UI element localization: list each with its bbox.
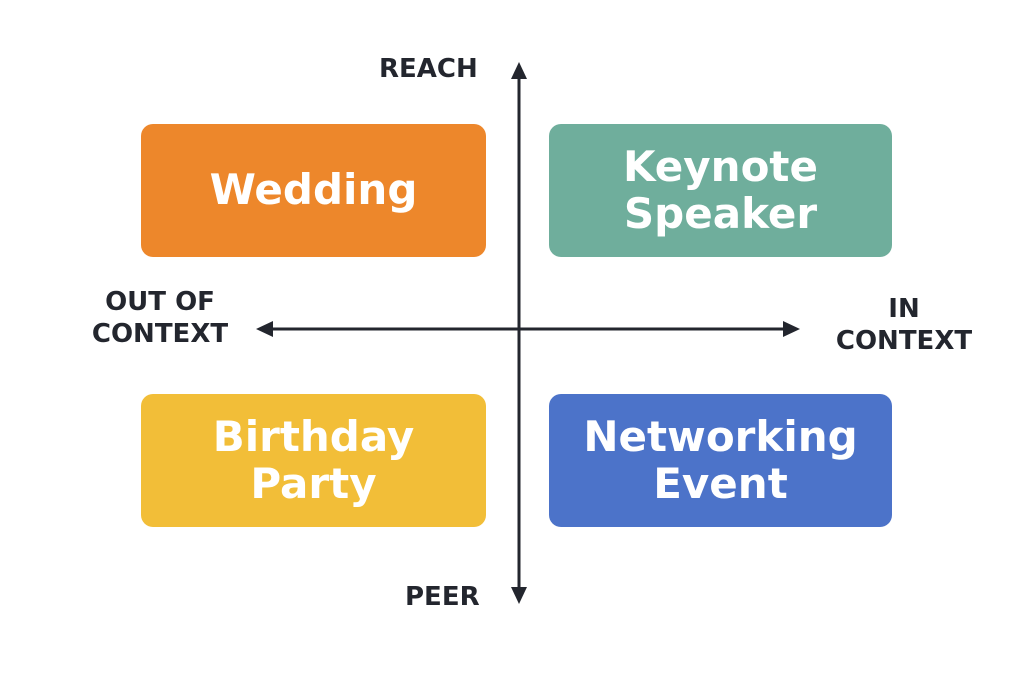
axis-label-bottom: PEER xyxy=(405,582,480,612)
quadrant-bottom-left: Birthday Party xyxy=(141,394,486,527)
quadrant-top-right: Keynote Speaker xyxy=(549,124,892,257)
quadrant-top-left: Wedding xyxy=(141,124,486,257)
arrowhead-left xyxy=(256,321,273,337)
axis-label-left: OUT OF CONTEXT xyxy=(91,287,229,349)
axis-label-top: REACH xyxy=(379,54,478,84)
quadrant-bottom-right: Networking Event xyxy=(549,394,892,527)
arrowhead-right xyxy=(783,321,800,337)
axis-label-right: IN CONTEXT xyxy=(835,294,973,356)
arrowhead-down xyxy=(511,587,527,604)
arrowhead-up xyxy=(511,62,527,79)
